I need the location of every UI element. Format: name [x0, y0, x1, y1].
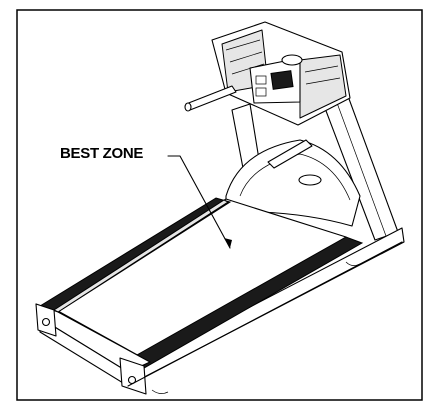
- callout-leader: [167, 155, 232, 249]
- figure-border: [16, 9, 423, 401]
- handle-bar: [184, 85, 237, 112]
- deck: [35, 197, 405, 395]
- best-zone-label: BEST ZONE: [60, 145, 144, 162]
- console: [211, 21, 351, 126]
- motor-hood: [225, 139, 361, 227]
